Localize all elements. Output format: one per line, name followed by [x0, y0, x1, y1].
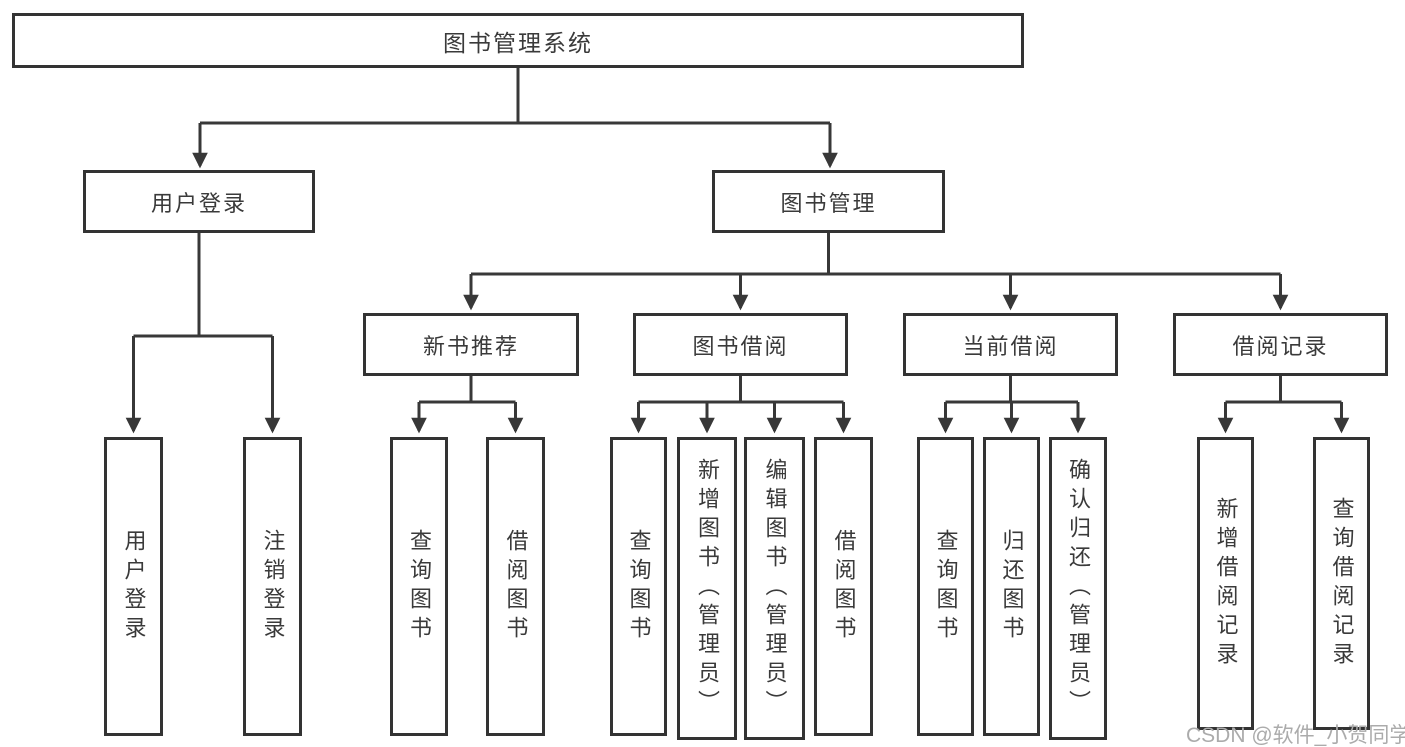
connector-book-management-branch [471, 233, 1281, 276]
leaf-br-add-record: 新增借阅记录 [1197, 437, 1254, 730]
leaf-br-add-record-label: 新增借阅记录 [1213, 496, 1239, 671]
leaf-bb-query-books-label: 查询图书 [626, 528, 652, 645]
node-borrow-records-label: 借阅记录 [1232, 333, 1329, 359]
connector-new-book-recommend-branch [419, 376, 516, 404]
node-user-login-label: 用户登录 [150, 190, 247, 216]
connector-root-branch [200, 68, 830, 125]
connector-borrow-records-branch [1225, 376, 1342, 404]
leaf-nbr-query-books-label: 查询图书 [407, 528, 432, 645]
node-book-borrow: 图书借阅 [633, 313, 848, 376]
leaf-logout-label: 注销登录 [260, 528, 286, 645]
node-borrow-records: 借阅记录 [1173, 313, 1388, 376]
leaf-cb-return-books: 归还图书 [983, 437, 1040, 736]
node-book-management-label: 图书管理 [780, 190, 877, 216]
node-book-borrow-label: 图书借阅 [692, 333, 789, 359]
leaf-user-login: 用户登录 [104, 437, 163, 736]
leaf-br-query-record: 查询借阅记录 [1313, 437, 1370, 730]
leaf-bb-add-books-admin-label: 新增图书（管理员） [695, 458, 720, 719]
leaf-cb-confirm-return-admin: 确认归还（管理员） [1049, 437, 1107, 740]
leaf-bb-query-books: 查询图书 [610, 437, 667, 736]
leaf-cb-return-books-label: 归还图书 [999, 528, 1025, 645]
leaf-cb-confirm-return-admin-label: 确认归还（管理员） [1066, 458, 1091, 719]
leaf-cb-query-books-label: 查询图书 [933, 528, 959, 645]
node-user-login: 用户登录 [83, 170, 315, 233]
leaf-nbr-borrow-books: 借阅图书 [486, 437, 545, 736]
csdn-watermark: CSDN @软件_小贺同学 [1186, 724, 1405, 747]
leaf-user-login-label: 用户登录 [121, 528, 147, 645]
leaf-bb-borrow-books-label: 借阅图书 [831, 528, 857, 645]
node-root-label: 图书管理系统 [443, 29, 593, 56]
node-root: 图书管理系统 [12, 13, 1024, 68]
leaf-logout: 注销登录 [243, 437, 302, 736]
leaf-nbr-borrow-books-label: 借阅图书 [503, 528, 529, 645]
leaf-cb-query-books: 查询图书 [917, 437, 974, 736]
leaf-bb-borrow-books: 借阅图书 [814, 437, 873, 736]
leaf-bb-edit-books-admin-label: 编辑图书（管理员） [762, 458, 788, 719]
connector-user-login-branch [133, 233, 273, 338]
connector-current-borrow-branch [945, 376, 1078, 404]
leaf-nbr-query-books: 查询图书 [390, 437, 448, 736]
leaf-br-query-record-label: 查询借阅记录 [1329, 496, 1355, 671]
node-book-management: 图书管理 [712, 170, 945, 233]
leaf-bb-add-books-admin: 新增图书（管理员） [677, 437, 737, 740]
connector-book-borrow-branch [638, 376, 844, 404]
node-current-borrow: 当前借阅 [903, 313, 1118, 376]
leaf-bb-edit-books-admin: 编辑图书（管理员） [744, 437, 805, 740]
node-current-borrow-label: 当前借阅 [962, 333, 1059, 359]
node-new-book-recommend: 新书推荐 [363, 313, 579, 376]
node-new-book-recommend-label: 新书推荐 [422, 333, 519, 359]
